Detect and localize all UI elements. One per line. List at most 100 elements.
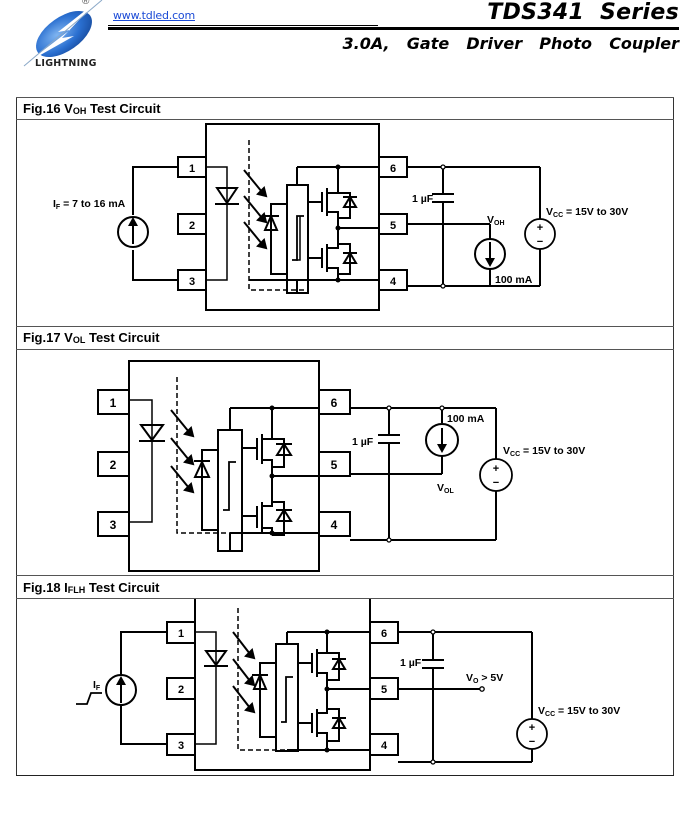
pin-label: 3 [110,518,117,532]
pin-label: 1 [189,163,195,175]
vcc-source [524,218,556,250]
vcc-label: VCC = 15V to 30V [538,705,620,718]
website-link[interactable]: www.tdled.com [113,9,195,22]
shield-dashed [176,377,230,534]
pin-4 [318,511,351,537]
photodiode-icon [252,662,276,738]
pin-2 [177,213,207,235]
schmitt-trigger-block [217,407,319,552]
fig18-title: Fig.18 IFLH Test Circuit [23,580,160,595]
fig17-title: Fig.17 VOL Test Circuit [23,330,160,345]
arrow-up-icon [116,676,126,685]
capacitor-label: 1 µF [412,193,434,205]
arrow-down-icon [485,258,495,267]
mosfet-pair-icon [242,408,319,536]
load-current-label: 100 mA [495,274,533,286]
minus-sign: − [537,236,543,248]
current-source [105,674,137,706]
led-diode-icon [215,187,239,205]
pin-label: 1 [110,396,117,410]
shield-dashed [237,608,290,751]
vcc-label: VCC = 15V to 30V [503,445,585,458]
light-arrows-icon [243,169,268,250]
pin-4 [369,733,399,756]
fig16-circuit: + − 1 2 3 6 5 4 IF = 7 to 16 mA 1 µF VOH… [53,123,628,311]
pin-2 [166,677,196,700]
minus-sign: − [493,477,499,489]
output-terminal [479,686,485,692]
pin-label: 4 [331,518,338,532]
capacitor-label: 1 µF [352,436,374,448]
pin-3 [97,511,130,537]
schmitt-trigger-block [249,166,379,294]
pin-label: 1 [178,628,184,640]
divider [16,575,674,576]
pin-label: 4 [390,276,397,288]
lightning-logo: ® LIGHTNING [18,0,128,78]
mosfet-pair-icon [298,632,370,750]
pin-2 [97,451,130,477]
divider [16,775,674,776]
pin-1 [97,389,130,415]
document-subtitle: 3.0A, Gate Driver Photo Coupler [342,34,679,53]
pin-label: 6 [390,163,396,175]
photodiode-icon [263,203,287,275]
load-current-source [425,423,459,457]
vcc-source [479,458,513,492]
pin-label: 6 [381,628,387,640]
pin-label: 3 [189,276,195,288]
vcc-label: VCC = 15V to 30V [546,206,628,219]
series-title: TDS341 Series [487,0,679,25]
load-current-label: 100 mA [447,413,485,425]
fig16-title: Fig.16 VOH Test Circuit [23,101,161,116]
arrow-down-icon [437,444,447,453]
led-diode-icon [204,650,228,667]
measure-label: VOL [437,482,454,495]
figure-frame [16,97,674,776]
measure-label: VOH [487,214,505,227]
pin-label: 5 [331,458,338,472]
registered-mark: ® [82,0,90,7]
light-arrows-icon [170,409,195,494]
brand-name: LIGHTNING [35,58,97,69]
pin-label: 4 [381,740,388,752]
divider [16,119,674,120]
plus-sign: + [537,222,543,234]
ic-package [205,123,380,311]
header-rule-thin [108,25,378,26]
load-current-source [474,238,506,270]
pin-label: 2 [110,458,117,472]
source-label: IF [93,679,101,692]
capacitor-label: 1 µF [400,657,422,669]
output-label: VO > 5V [466,672,503,685]
divider [16,97,674,98]
light-arrows-icon [232,631,256,714]
ic-package [128,360,320,572]
pin-label: 2 [189,220,195,232]
fig17-circuit: + − 1 2 3 6 5 4 1 µF 100 mA VOL VCC = 15… [97,360,585,572]
divider [16,349,674,350]
pin-label: 3 [178,740,184,752]
pin-label: 5 [381,684,387,696]
pin-label: 2 [178,684,184,696]
plus-sign: + [493,463,499,475]
ic-package [194,599,371,771]
step-waveform [76,692,102,705]
led-diode-icon [139,424,165,442]
pin-6 [318,389,351,415]
logo-icon [23,0,103,67]
divider [16,326,674,327]
arrow-up-icon [128,217,138,226]
divider [16,598,674,599]
minus-sign: − [529,736,535,748]
fig18-circuit: + − 1 2 3 6 5 4 IF 1 µF VO > 5V VCC = 15… [76,599,620,771]
plus-sign: + [529,722,535,734]
source-label: IF = 7 to 16 mA [53,198,126,211]
header-rule-thick [108,27,679,30]
vcc-source [516,718,548,750]
pin-5 [318,451,351,477]
pin-label: 6 [331,396,338,410]
pin-label: 5 [390,220,396,232]
photodiode-icon [193,449,218,531]
mosfet-pair-icon [308,167,379,280]
